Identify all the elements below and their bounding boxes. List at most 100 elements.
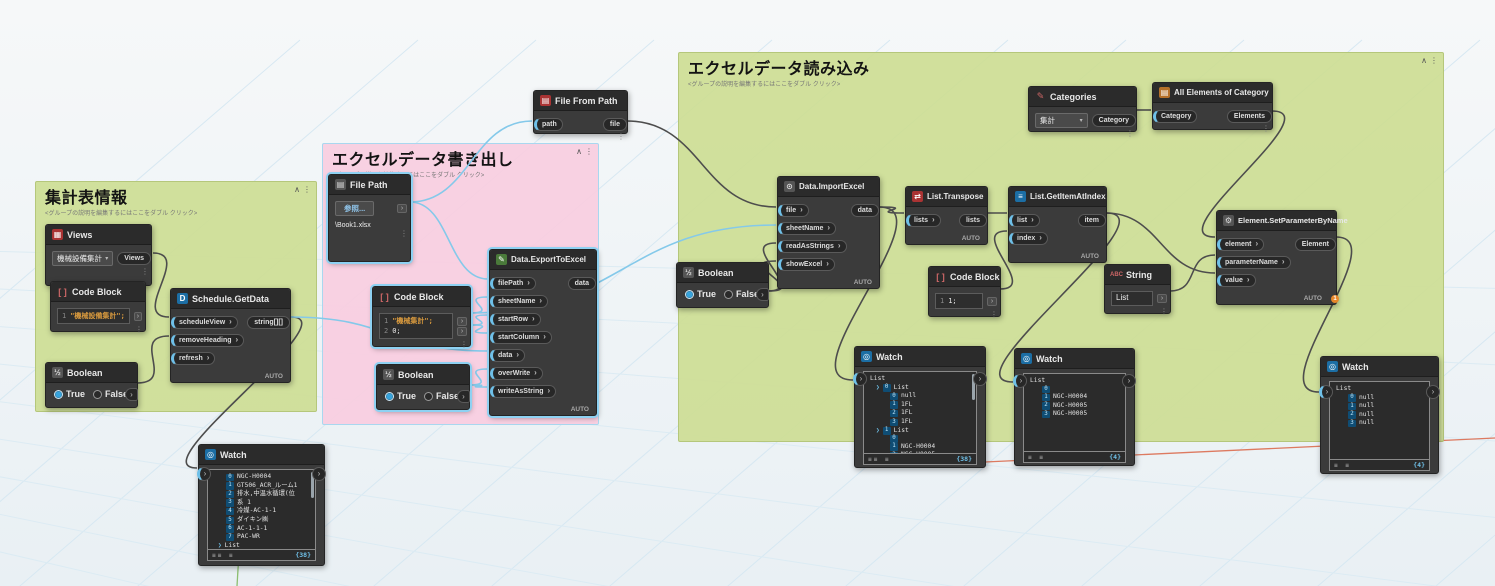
input-port-writeasstring[interactable]: writeAsString›: [490, 384, 557, 398]
file-path-node[interactable]: ▤File Path 参照... › \Book1.xlsx ⋮: [328, 174, 411, 262]
radio-false[interactable]: False: [424, 391, 459, 401]
watch-level-icons[interactable]: ≡ ≡: [1028, 453, 1045, 461]
radio-false[interactable]: False: [93, 389, 128, 399]
output-port-views[interactable]: Views: [117, 252, 151, 265]
output-port[interactable]: ›: [312, 467, 326, 481]
input-port-showexcel[interactable]: showExcel›: [778, 257, 835, 271]
output-port-item[interactable]: item: [1077, 213, 1106, 227]
lacing-label[interactable]: AUTO: [961, 235, 980, 242]
input-port-startrow[interactable]: startRow›: [490, 312, 541, 326]
output-port[interactable]: ›: [987, 296, 997, 306]
output-port[interactable]: ›: [1157, 294, 1167, 303]
warning-badge[interactable]: 1: [1331, 295, 1339, 303]
node-menu-icon[interactable]: ⋮: [617, 132, 625, 141]
output-port-element[interactable]: Element: [1294, 237, 1336, 251]
node-menu-icon[interactable]: ⋮: [460, 340, 468, 349]
input-port-refresh[interactable]: refresh›: [171, 351, 216, 365]
input-port-overwrite[interactable]: overWrite›: [490, 366, 543, 380]
input-port-file[interactable]: file›: [778, 203, 809, 217]
file-from-path-node[interactable]: ▤File From Path path file ⋮: [533, 90, 628, 141]
lacing-label[interactable]: AUTO: [1303, 295, 1322, 302]
input-port-filepath[interactable]: filePath›: [490, 276, 536, 290]
input-port-index[interactable]: index›: [1009, 231, 1048, 245]
input-port-lists[interactable]: lists›: [906, 213, 941, 227]
radio-false[interactable]: False: [724, 289, 759, 299]
output-port[interactable]: ›: [973, 372, 987, 386]
input-port-data[interactable]: data›: [490, 348, 526, 362]
input-port[interactable]: ›: [1013, 374, 1027, 388]
collapse-icon[interactable]: ∧: [576, 147, 582, 156]
lacing-label[interactable]: AUTO: [570, 406, 589, 413]
browse-button[interactable]: 参照...: [335, 201, 375, 216]
node-menu-icon[interactable]: ⋮: [400, 229, 408, 238]
collapse-icon[interactable]: ∧: [294, 185, 300, 194]
input-port-path[interactable]: path: [534, 117, 563, 131]
input-port-value[interactable]: value›: [1217, 273, 1256, 287]
output-port-string[interactable]: string[][]: [247, 315, 290, 329]
all-elements-of-category-node[interactable]: ▤All Elements of Category Category Eleme…: [1152, 82, 1273, 133]
output-port[interactable]: ›: [397, 204, 407, 213]
output-port[interactable]: ›: [133, 311, 142, 321]
output-port-2[interactable]: ›: [457, 326, 467, 336]
collapse-icon[interactable]: ∧: [1421, 56, 1427, 65]
output-port-1[interactable]: ›: [457, 316, 467, 326]
expander-icon[interactable]: ❯: [876, 383, 880, 391]
input-port-list[interactable]: list›: [1009, 213, 1040, 227]
code-block-node[interactable]: [ ]Code Block 1"機械設備集計"; › ⋮: [50, 281, 146, 334]
output-port-file[interactable]: file: [602, 117, 627, 131]
code-editor[interactable]: 1"機械設備集計";: [57, 308, 130, 324]
input-port-startcolumn[interactable]: startColumn›: [490, 330, 552, 344]
output-port-lists[interactable]: lists: [958, 213, 987, 227]
input-port-scheduleview[interactable]: scheduleView›: [171, 315, 238, 329]
scrollbar[interactable]: [311, 472, 314, 498]
expander-icon[interactable]: ❯: [218, 541, 222, 549]
node-menu-icon[interactable]: ⋮: [135, 325, 143, 334]
string-input[interactable]: List: [1111, 291, 1153, 306]
output-port[interactable]: ›: [1122, 374, 1136, 388]
expander-icon[interactable]: ❯: [876, 426, 880, 434]
set-parameter-by-name-node[interactable]: ⚙Element.SetParameterByName element› Ele…: [1216, 210, 1348, 305]
import-excel-node[interactable]: ⊙Data.ImportExcel file› data sheetName› …: [777, 176, 880, 289]
lacing-label[interactable]: AUTO: [1080, 253, 1099, 260]
views-dropdown[interactable]: 機械設備集計▾: [52, 251, 114, 266]
lacing-label[interactable]: AUTO: [853, 279, 872, 286]
list-getitematindex-node[interactable]: ≡List.GetItemAtIndex list› item index› A…: [1008, 186, 1107, 263]
output-port-data[interactable]: data: [567, 276, 596, 290]
output-port[interactable]: ›: [1426, 385, 1440, 399]
node-menu-icon[interactable]: ⋮: [141, 267, 149, 276]
watch-level-icons[interactable]: ≡ ≡: [1334, 461, 1351, 469]
list-transpose-node[interactable]: ⇄List.Transpose lists› lists AUTO: [905, 186, 988, 245]
group-menu-icon[interactable]: ⋮: [1430, 56, 1438, 65]
output-port-data[interactable]: data: [850, 203, 879, 217]
output-port[interactable]: ›: [756, 288, 769, 301]
input-port-element[interactable]: element›: [1217, 237, 1265, 251]
input-port-sheetname[interactable]: sheetName›: [778, 221, 837, 235]
node-menu-icon[interactable]: ⋮: [1126, 129, 1134, 138]
scrollbar[interactable]: [972, 374, 975, 400]
node-menu-icon[interactable]: ⋮: [1160, 307, 1168, 316]
output-port[interactable]: ›: [125, 388, 138, 401]
output-port-elements[interactable]: Elements: [1226, 109, 1272, 123]
node-menu-icon[interactable]: ⋮: [990, 310, 998, 319]
radio-true[interactable]: True: [54, 389, 85, 399]
lacing-label[interactable]: AUTO: [264, 373, 283, 380]
radio-true[interactable]: True: [385, 391, 416, 401]
export-to-excel-node[interactable]: ✎Data.ExportToExcel filePath› data sheet…: [489, 249, 597, 416]
input-port-readasstrings[interactable]: readAsStrings›: [778, 239, 847, 253]
categories-dropdown[interactable]: 集計▾: [1035, 113, 1088, 128]
input-port-category[interactable]: Category: [1153, 109, 1198, 123]
